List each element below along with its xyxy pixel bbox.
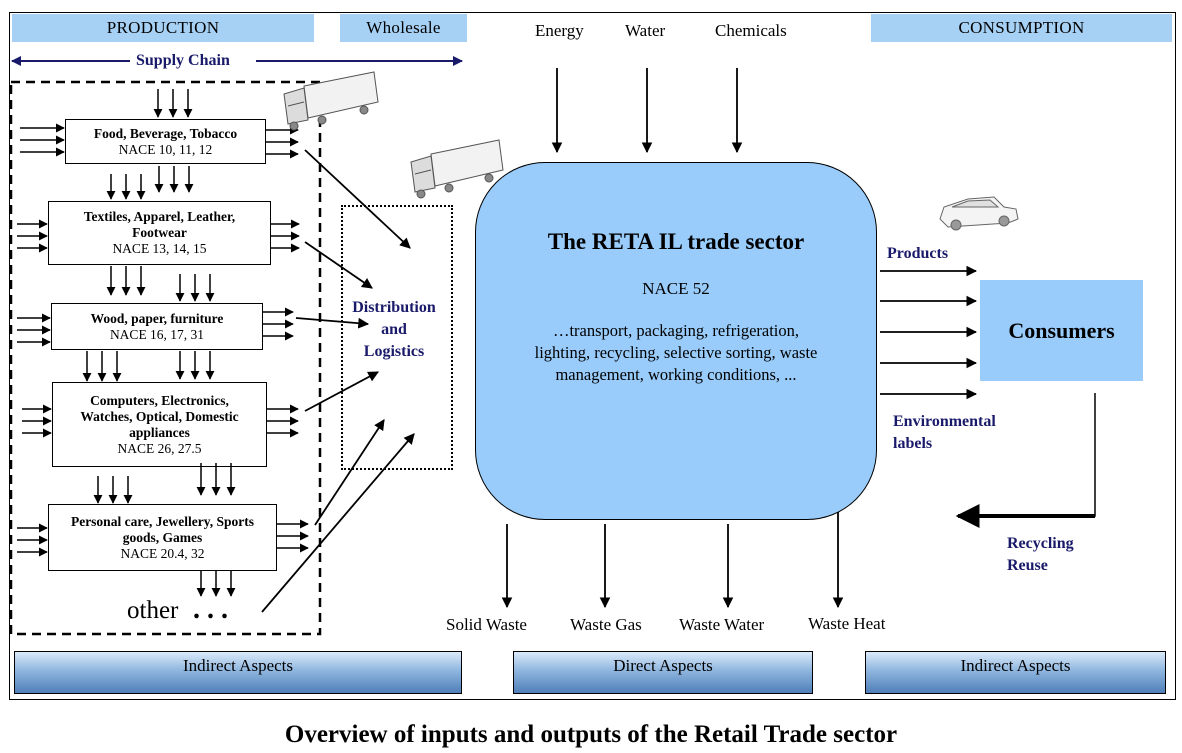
input-chemicals-label: Chemicals (715, 21, 787, 40)
sector-title: Computers, Electronics, Watches, Optical… (80, 392, 239, 440)
header-consumption: CONSUMPTION (871, 14, 1172, 42)
consumers-box: Consumers (980, 280, 1143, 381)
sector-title: The RETA IL trade sector (547, 229, 805, 254)
indirect-aspects-right: Indirect Aspects (865, 651, 1166, 694)
sector-box-electronics: Computers, Electronics, Watches, Optical… (52, 382, 267, 467)
input-water-label: Water (625, 21, 666, 40)
production-frame (9, 80, 322, 636)
diagram-frame (9, 12, 1176, 700)
small-arrows (17, 89, 309, 597)
to-distribution-arrow (261, 433, 415, 613)
sector-box-wood: Wood, paper, furniture NACE 16, 17, 31 (51, 303, 263, 350)
output-solid-waste: Solid Waste (446, 615, 527, 634)
recycling-arrow (955, 393, 1096, 528)
env-line: labels (893, 435, 933, 452)
supply-chain-label: Supply Chain (136, 52, 230, 69)
direct-aspects: Direct Aspects (513, 651, 813, 694)
output-waste-gas: Waste Gas (570, 615, 642, 634)
output-waste-heat: Waste Heat (808, 614, 886, 633)
header-wholesale: Wholesale (340, 14, 467, 42)
environmental-labels-label: Environmental labels (893, 411, 996, 455)
reuse-line: Reuse (1007, 557, 1048, 574)
distribution-line: Distribution (352, 299, 436, 316)
sector-title: Wood, paper, furniture (90, 310, 224, 326)
and-line: and (381, 321, 407, 338)
sector-title: Food, Beverage, Tobacco (93, 125, 238, 141)
to-distribution-arrow (314, 419, 385, 526)
car-icon (939, 196, 1019, 231)
env-line: Environmental (893, 413, 996, 430)
sector-box-personal-care: Personal care, Jewellery, Sports goods, … (48, 504, 277, 571)
sector-nace: NACE 16, 17, 31 (109, 326, 205, 342)
logistics-line: Logistics (363, 343, 425, 360)
output-waste-water: Waste Water (679, 615, 765, 634)
to-distribution-arrow (295, 317, 370, 329)
recycling-reuse-label: Recycling Reuse (1007, 533, 1074, 577)
diagram-caption: Overview of inputs and outputs of the Re… (284, 721, 898, 748)
to-distribution-arrow (304, 371, 379, 412)
distribution-logistics-box (341, 205, 453, 470)
distribution-logistics-label: Distribution and Logistics (340, 297, 448, 363)
products-label: Products (887, 245, 949, 262)
sector-title: Personal care, Jewellery, Sports goods, … (70, 513, 255, 545)
sector-box-textiles: Textiles, Apparel, Leather, Footwear NAC… (48, 201, 271, 265)
header-production: PRODUCTION (12, 14, 314, 42)
truck-icon (283, 71, 379, 131)
sector-title: Textiles, Apparel, Leather, Footwear (83, 209, 236, 240)
sector-nace: NACE 52 (642, 279, 710, 298)
truck-icon (410, 139, 504, 199)
recycling-line: Recycling (1007, 535, 1074, 552)
to-distribution-arrow (304, 149, 411, 249)
sector-nace: NACE 13, 14, 15 (112, 241, 207, 256)
sector-nace: NACE 20.4, 32 (120, 545, 205, 561)
consumers-label: Consumers (1008, 317, 1115, 343)
input-energy-label: Energy (535, 21, 584, 40)
activities-line: management, working conditions, ... (555, 365, 797, 384)
activities-line: …transport, packaging, refrigeration, (552, 321, 800, 340)
indirect-aspects-left: Indirect Aspects (14, 651, 462, 694)
to-distribution-arrow (304, 241, 373, 289)
other-dots: . . . (193, 594, 228, 625)
activities-line: lighting, recycling, selective sorting, … (534, 343, 818, 362)
other-label: other (127, 597, 179, 624)
sector-activities: …transport, packaging, refrigeration, li… (476, 320, 876, 386)
sector-box-food: Food, Beverage, Tobacco NACE 10, 11, 12 (65, 119, 266, 164)
long-arrows (261, 68, 978, 613)
retail-trade-sector-box: The RETA IL trade sector NACE 52 …transp… (475, 162, 877, 520)
sector-nace: NACE 26, 27.5 (117, 440, 202, 456)
sector-nace: NACE 10, 11, 12 (118, 141, 213, 157)
